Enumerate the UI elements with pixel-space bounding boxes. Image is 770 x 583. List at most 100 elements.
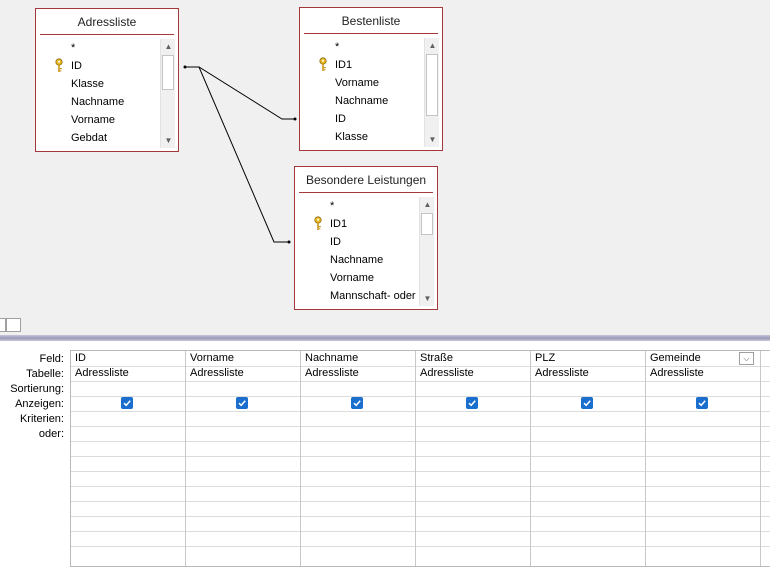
table-adressliste[interactable]: Adressliste * ID Klasse Nachname Vorname… — [35, 8, 179, 152]
field-item[interactable]: Klasse — [335, 131, 369, 143]
grid-column-empty[interactable] — [761, 351, 770, 566]
field-item[interactable]: Gebdat — [71, 132, 108, 144]
table-title[interactable]: Adressliste — [40, 9, 174, 35]
relation-endpoint — [293, 117, 297, 121]
field-label: ID1 — [330, 218, 348, 230]
feld-cell[interactable]: Straße — [420, 352, 454, 364]
scroll-up-icon[interactable]: ▲ — [423, 200, 432, 209]
relation-endpoint — [287, 240, 291, 244]
kriterien-cell[interactable] — [301, 411, 415, 426]
key-icon — [319, 57, 327, 71]
field-item[interactable]: Nachname — [71, 96, 125, 108]
field-item-key[interactable]: ID1 — [304, 56, 422, 74]
grid-column[interactable]: Straße Adressliste — [416, 351, 531, 566]
feld-cell[interactable]: PLZ — [535, 352, 556, 364]
field-item-key[interactable]: ID1 — [299, 215, 417, 233]
field-item[interactable]: Nachname — [335, 95, 389, 107]
relation-adressliste-besondere — [185, 66, 289, 243]
tabelle-cell[interactable]: Adressliste — [305, 367, 359, 379]
oder-cell[interactable] — [186, 426, 300, 441]
query-design-grid: Feld: Tabelle: Sortierung: Anzeigen: Kri… — [0, 341, 770, 583]
kriterien-cell[interactable] — [71, 411, 185, 426]
anzeigen-checkbox[interactable] — [696, 397, 708, 409]
oder-cell[interactable] — [71, 426, 185, 441]
scroll-up-icon[interactable]: ▲ — [428, 41, 437, 50]
grid-column[interactable]: Nachname Adressliste — [301, 351, 416, 566]
vertical-scrollbar[interactable]: ▲ ▼ — [419, 197, 434, 306]
field-item[interactable]: Vorname — [335, 77, 380, 89]
oder-cell[interactable] — [416, 426, 530, 441]
scroll-down-icon[interactable]: ▼ — [423, 294, 432, 303]
sortierung-cell[interactable] — [301, 381, 415, 396]
design-grid[interactable]: ID Adressliste Vorname Adressliste Nachn… — [70, 350, 770, 567]
table-diagram-area[interactable]: Adressliste * ID Klasse Nachname Vorname… — [0, 0, 770, 317]
anzeigen-checkbox[interactable] — [581, 397, 593, 409]
field-item[interactable]: Vorname — [71, 114, 116, 126]
field-item-key[interactable]: ID — [40, 57, 158, 75]
vertical-scrollbar[interactable]: ▲ ▼ — [424, 38, 439, 147]
relation-adressliste-bestenliste — [185, 66, 295, 120]
oder-cell[interactable] — [301, 426, 415, 441]
anzeigen-cell — [71, 396, 185, 411]
feld-cell[interactable]: Nachname — [305, 352, 359, 364]
anzeigen-checkbox[interactable] — [466, 397, 478, 409]
tabelle-cell[interactable]: Adressliste — [420, 367, 474, 379]
sortierung-cell[interactable] — [416, 381, 530, 396]
scroll-thumb[interactable] — [426, 54, 438, 116]
field-item[interactable]: * — [335, 41, 340, 53]
anzeigen-checkbox[interactable] — [121, 397, 133, 409]
field-list: * ID Klasse Nachname Vorname Gebdat — [40, 39, 158, 148]
vertical-scrollbar[interactable]: ▲ ▼ — [160, 39, 175, 148]
feld-cell[interactable]: Gemeinde ⌵ — [646, 351, 760, 366]
field-item[interactable]: Vorname — [330, 272, 375, 284]
tabelle-cell[interactable]: Adressliste — [650, 367, 704, 379]
tabelle-cell[interactable]: Adressliste — [535, 367, 589, 379]
field-item[interactable]: * — [330, 200, 335, 212]
oder-cell[interactable] — [531, 426, 645, 441]
kriterien-cell[interactable] — [186, 411, 300, 426]
scroll-left-edge[interactable] — [0, 318, 6, 332]
scroll-down-icon[interactable]: ▼ — [164, 136, 173, 145]
horizontal-scrollbar[interactable] — [0, 317, 770, 335]
field-item[interactable]: ID — [330, 236, 341, 248]
tabelle-cell[interactable]: Adressliste — [190, 367, 244, 379]
kriterien-cell[interactable] — [416, 411, 530, 426]
anzeigen-cell — [301, 396, 415, 411]
sortierung-cell[interactable] — [646, 381, 760, 396]
field-item[interactable]: * — [71, 42, 76, 54]
table-title[interactable]: Besondere Leistungen — [299, 167, 433, 193]
field-item[interactable]: Mannschaft- oder — [330, 290, 416, 302]
sortierung-cell[interactable] — [186, 381, 300, 396]
grid-column[interactable]: Gemeinde ⌵ Adressliste — [646, 351, 761, 566]
grid-column[interactable]: PLZ Adressliste — [531, 351, 646, 566]
grid-column[interactable]: Vorname Adressliste — [186, 351, 301, 566]
grid-column[interactable]: ID Adressliste — [71, 351, 186, 566]
anzeigen-checkbox[interactable] — [236, 397, 248, 409]
feld-cell[interactable]: ID — [75, 352, 86, 364]
oder-cell[interactable] — [646, 426, 760, 441]
chevron-down-icon[interactable]: ⌵ — [739, 352, 754, 365]
scroll-thumb[interactable] — [6, 318, 21, 332]
row-labels: Feld: Tabelle: Sortierung: Anzeigen: Kri… — [0, 352, 66, 442]
scroll-up-icon[interactable]: ▲ — [164, 42, 173, 51]
field-item[interactable]: Klasse — [71, 78, 105, 90]
feld-value: Gemeinde — [650, 352, 701, 364]
key-icon — [55, 58, 63, 72]
table-besondere-leistungen[interactable]: Besondere Leistungen * ID1 ID Nachname V… — [294, 166, 438, 310]
field-item[interactable]: ID — [335, 113, 346, 125]
tabelle-cell[interactable]: Adressliste — [75, 367, 129, 379]
feld-cell[interactable]: Vorname — [190, 352, 235, 364]
table-title[interactable]: Bestenliste — [304, 8, 438, 34]
sortierung-cell[interactable] — [531, 381, 645, 396]
sortierung-cell[interactable] — [71, 381, 185, 396]
table-bestenliste[interactable]: Bestenliste * ID1 Vorname Nachname ID Kl… — [299, 7, 443, 151]
pane-splitter[interactable] — [0, 335, 770, 341]
scroll-down-icon[interactable]: ▼ — [428, 135, 437, 144]
field-list: * ID1 Vorname Nachname ID Klasse — [304, 38, 422, 147]
scroll-thumb[interactable] — [421, 213, 433, 235]
field-item[interactable]: Nachname — [330, 254, 384, 266]
kriterien-cell[interactable] — [646, 411, 760, 426]
anzeigen-checkbox[interactable] — [351, 397, 363, 409]
scroll-thumb[interactable] — [162, 55, 174, 90]
kriterien-cell[interactable] — [531, 411, 645, 426]
